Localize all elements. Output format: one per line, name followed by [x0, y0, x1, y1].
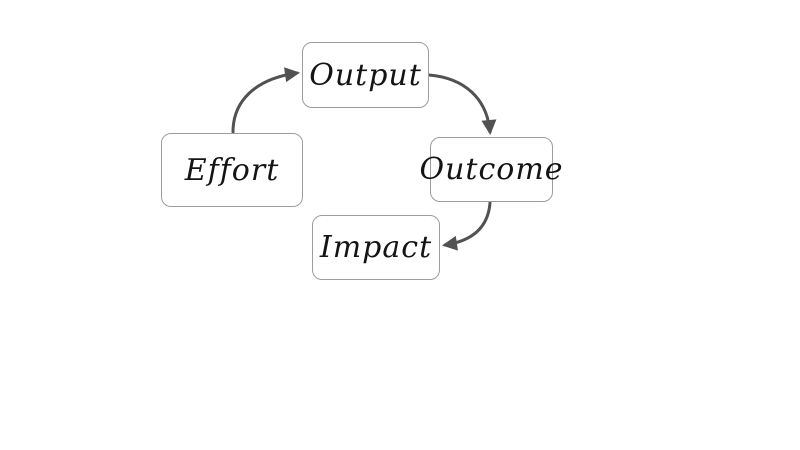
node-impact-label: Impact	[319, 230, 433, 265]
arrow-output-to-outcome	[427, 73, 497, 135]
node-outcome: Outcome	[419, 137, 563, 202]
node-effort-label: Effort	[184, 152, 280, 188]
node-outcome-label: Outcome	[419, 152, 564, 187]
node-output: Output	[302, 42, 429, 108]
arrow-effort-to-output	[231, 67, 300, 134]
node-effort: Effort	[161, 133, 303, 207]
node-output-label: Output	[309, 57, 422, 93]
arrow-outcome-to-impact	[442, 201, 492, 251]
node-impact: Impact	[312, 215, 440, 280]
